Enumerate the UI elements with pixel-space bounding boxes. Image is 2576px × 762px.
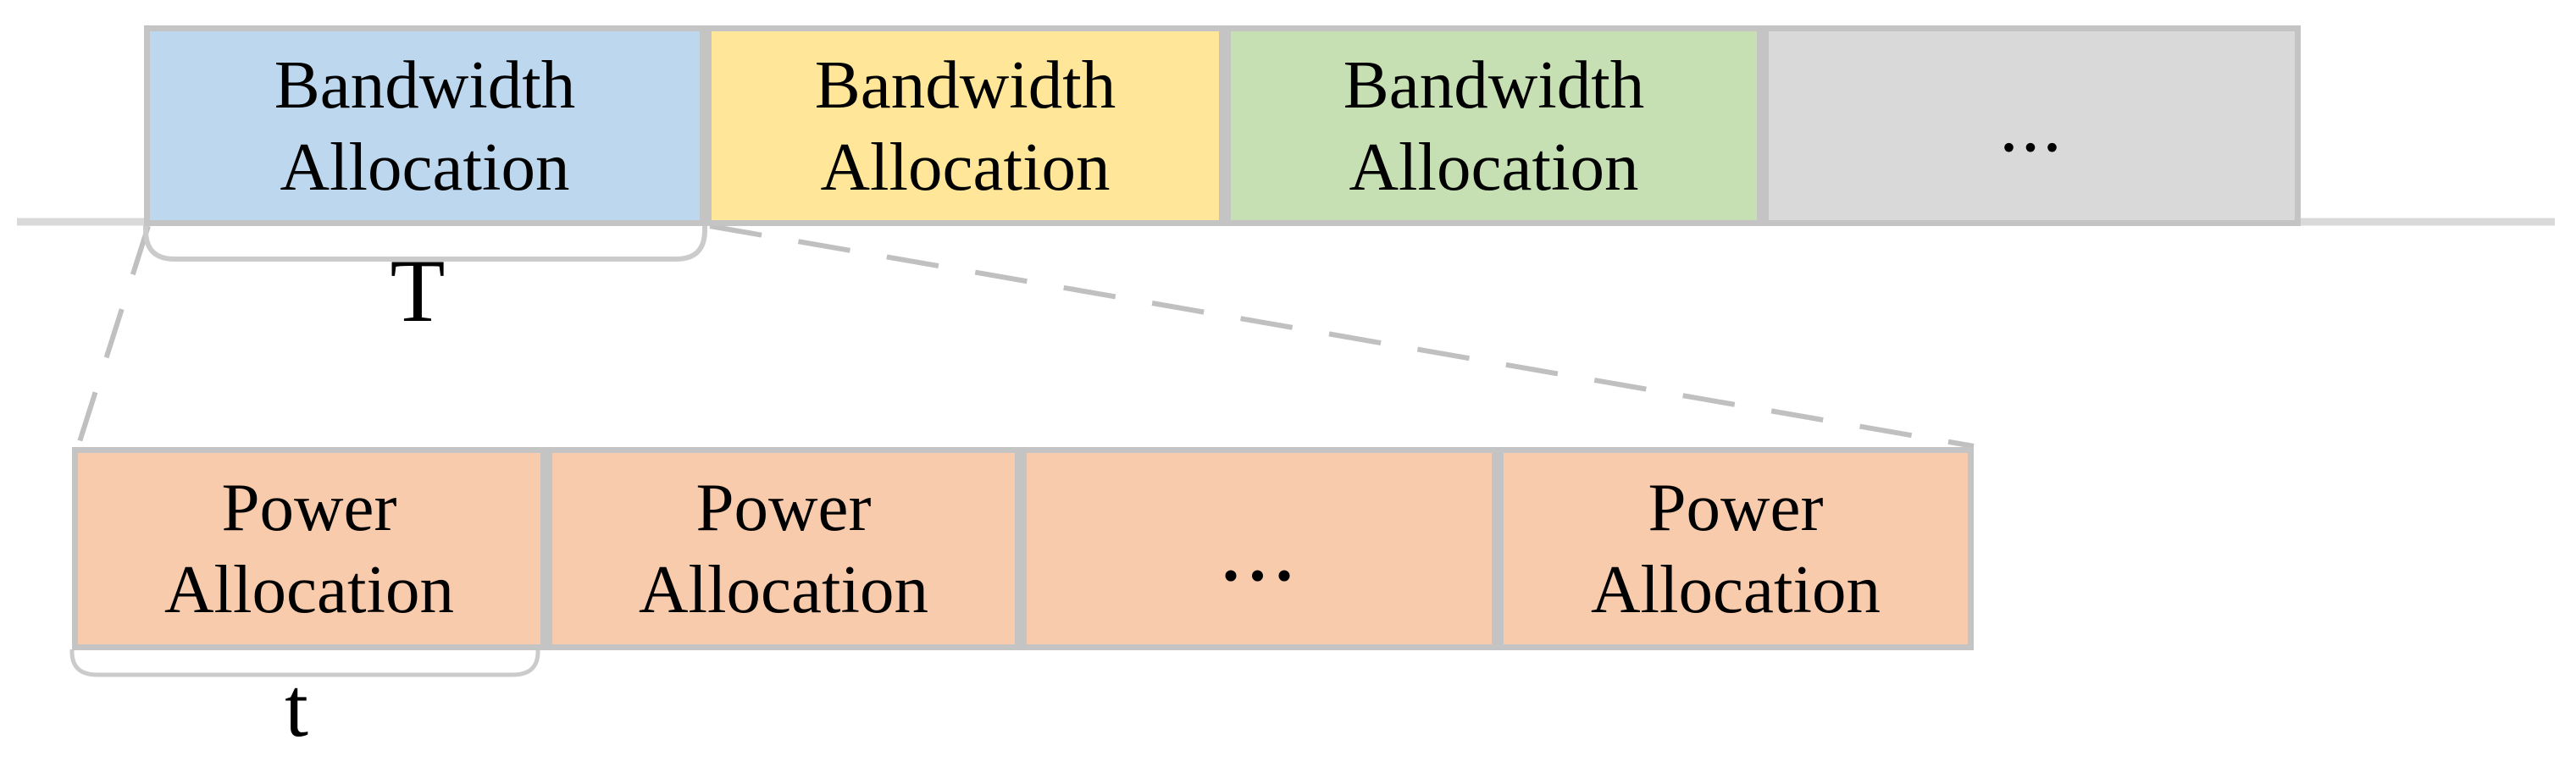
ellipsis-text: ... [1999, 83, 2064, 168]
block-label-line2: Allocation [280, 128, 570, 205]
block-label-line1: Bandwidth [274, 46, 576, 123]
power-allocation-block-2: Power Allocation [546, 447, 1021, 650]
slot-duration-label: t [285, 660, 308, 754]
frame-duration-label: T [390, 241, 446, 340]
power-ellipsis-block: ... [1021, 447, 1498, 650]
bandwidth-allocation-block-2: Bandwidth Allocation [706, 25, 1225, 226]
block-label-line2: Allocation [1591, 551, 1881, 627]
block-label-line1: Power [695, 469, 872, 545]
frame-duration-brace [143, 225, 707, 262]
ellipsis-text: ... [1219, 497, 1299, 600]
bandwidth-allocation-block-1: Bandwidth Allocation [144, 25, 706, 226]
block-label-line1: Power [221, 469, 397, 545]
block-label-line1: Bandwidth [1343, 46, 1645, 123]
slot-duration-brace [69, 649, 540, 677]
power-allocation-block-1: Power Allocation [72, 447, 546, 650]
block-label-line1: Power [1648, 469, 1824, 545]
block-label-line1: Bandwidth [814, 46, 1116, 123]
bandwidth-allocation-block-3: Bandwidth Allocation [1225, 25, 1763, 226]
zoom-dashed-line-right [709, 224, 1975, 449]
block-label-line2: Allocation [820, 128, 1111, 205]
block-label-line2: Allocation [1349, 128, 1639, 205]
block-label-line2: Allocation [639, 551, 928, 627]
zoom-dashed-line-left [75, 225, 151, 450]
bandwidth-ellipsis-block: ... [1763, 25, 2301, 226]
power-allocation-block-4: Power Allocation [1498, 447, 1974, 650]
block-label-line2: Allocation [164, 551, 454, 627]
